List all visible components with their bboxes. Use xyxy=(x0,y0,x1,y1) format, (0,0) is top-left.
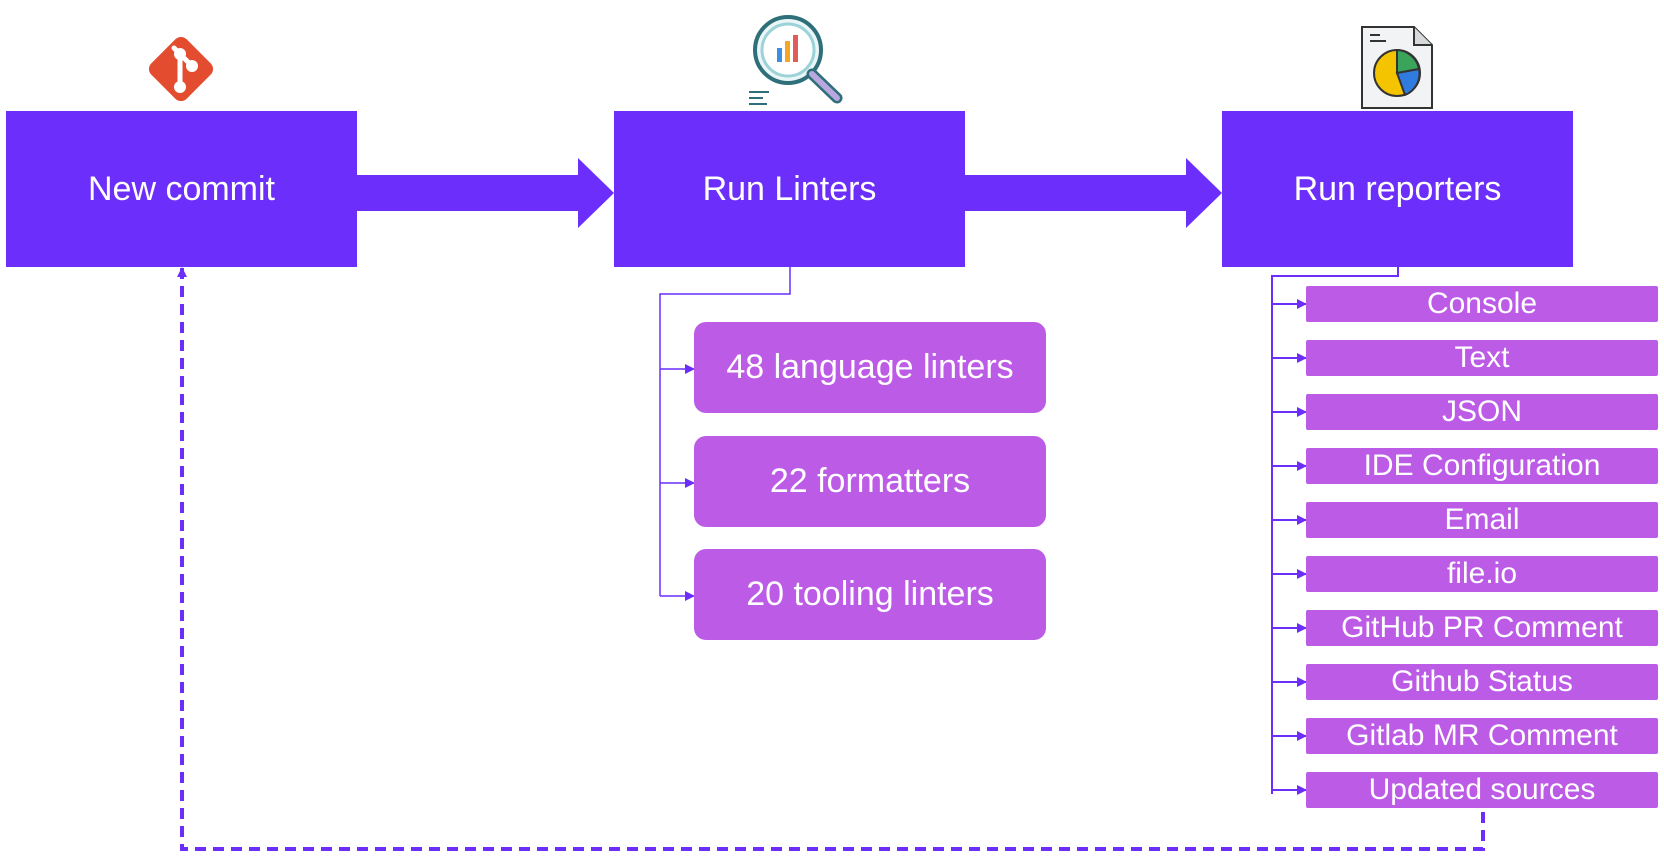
reporter-item: Text xyxy=(1306,340,1658,376)
reporter-item: JSON xyxy=(1306,394,1658,430)
reporter-item: Github Status xyxy=(1306,664,1658,700)
reporter-item-label: Updated sources xyxy=(1368,773,1596,806)
linter-item: 20 tooling linters xyxy=(694,549,1046,640)
arrow-linters-to-reporters xyxy=(965,158,1222,228)
linter-item-label: 48 language linters xyxy=(726,348,1014,386)
magnifier-chart-icon xyxy=(749,15,843,105)
linters-tree-connector xyxy=(659,267,791,601)
reporter-item: Updated sources xyxy=(1306,772,1658,808)
feedback-loop-arrow xyxy=(177,267,1485,851)
reporter-item: GitHub PR Comment xyxy=(1306,610,1658,646)
reporter-item-label: Github Status xyxy=(1391,665,1573,698)
linter-item-label: 22 formatters xyxy=(769,462,971,500)
reporters-tree-connector xyxy=(1271,267,1399,795)
linter-item: 22 formatters xyxy=(694,436,1046,527)
stage-run-reporters: Run reporters xyxy=(1222,111,1573,267)
arrow-commit-to-linters xyxy=(357,158,614,228)
reporter-item-label: JSON xyxy=(1441,395,1522,428)
stage-run-reporters-label: Run reporters xyxy=(1293,169,1502,208)
reporter-item: Gitlab MR Comment xyxy=(1306,718,1658,754)
git-logo-icon xyxy=(148,36,214,102)
reporter-item-label: Console xyxy=(1426,287,1538,320)
linter-item-label: 20 tooling linters xyxy=(746,575,994,613)
linter-item: 48 language linters xyxy=(694,322,1046,413)
reporter-item-label: Text xyxy=(1454,341,1510,374)
reporter-item: Console xyxy=(1306,286,1658,322)
reporter-item: file.io xyxy=(1306,556,1658,592)
stage-new-commit: New commit xyxy=(6,111,357,267)
reporter-item-label: IDE Configuration xyxy=(1363,449,1601,482)
reporter-item-label: file.io xyxy=(1446,557,1518,590)
reporter-item-label: GitHub PR Comment xyxy=(1341,611,1623,644)
pie-chart-document-icon xyxy=(1361,26,1433,109)
reporter-item-label: Email xyxy=(1444,503,1520,536)
reporter-item: Email xyxy=(1306,502,1658,538)
reporter-item-label: Gitlab MR Comment xyxy=(1346,719,1618,752)
reporter-item: IDE Configuration xyxy=(1306,448,1658,484)
stage-run-linters: Run Linters xyxy=(614,111,965,267)
stage-new-commit-label: New commit xyxy=(87,169,276,208)
stage-run-linters-label: Run Linters xyxy=(702,169,877,208)
